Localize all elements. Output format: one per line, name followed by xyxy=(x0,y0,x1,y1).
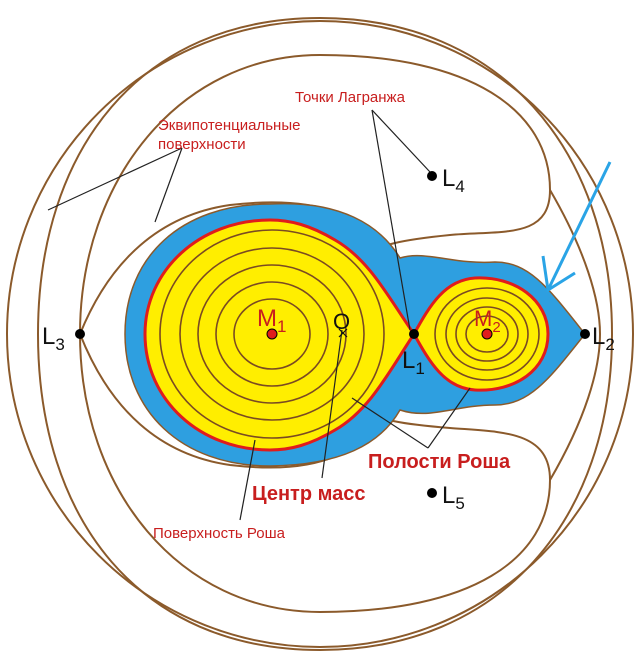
m1-label: M1 xyxy=(257,305,286,336)
pointer-roche-lobes-m2 xyxy=(427,387,471,449)
pointer-roche-lobes-m1 xyxy=(351,397,429,449)
pointer-roche-surface xyxy=(239,439,256,521)
center-of-mass-label: O xyxy=(333,309,350,334)
pointer-center-of-mass xyxy=(321,329,343,479)
m1-contour-5 xyxy=(233,298,311,370)
l3-crossing-contour-lower xyxy=(79,333,552,614)
second-equipotential-ring xyxy=(36,16,614,652)
center-of-mass-cross-b xyxy=(338,328,348,338)
m2-contour-4 xyxy=(465,315,509,353)
m1-contour-4 xyxy=(215,281,329,387)
m1-contour-2 xyxy=(179,247,365,421)
m2-dot xyxy=(481,328,493,340)
roche-lobes-label: Полости Роша xyxy=(368,451,511,473)
l3-label: L3 xyxy=(42,323,65,354)
pointer-equipotential-left xyxy=(47,147,183,211)
l2-label: L2 xyxy=(592,323,615,354)
l1-label: L1 xyxy=(402,347,425,378)
blue-arrow-shaft xyxy=(546,161,612,291)
roche-lobe-m2 xyxy=(412,276,550,392)
pointer-lagrange-l1 xyxy=(371,109,411,331)
pointer-equipotential-right xyxy=(154,147,183,223)
l3-crossing-contour xyxy=(79,53,552,335)
l3-dot xyxy=(75,329,85,339)
m2-contour-3 xyxy=(455,306,519,362)
roche-lobe-m1 xyxy=(143,218,416,452)
m2-contour-1 xyxy=(434,287,540,381)
l2-dot xyxy=(580,329,590,339)
l4-label: L4 xyxy=(442,165,465,196)
m1-contour-1 xyxy=(159,229,385,439)
l5-label: L5 xyxy=(442,482,465,513)
equipotential-label: Эквипотенциальные поверхности xyxy=(158,117,301,153)
l4-dot xyxy=(427,171,437,181)
outer-equipotential-ring xyxy=(6,20,634,648)
center-of-mass-text: Центр масс xyxy=(252,483,366,505)
m2-label: M2 xyxy=(474,306,501,336)
l2-right-contour xyxy=(549,189,602,481)
roche-surface-label: Поверхность Роша xyxy=(153,525,286,542)
m1-dot xyxy=(266,328,278,340)
l1-dot xyxy=(409,329,419,339)
l5-dot xyxy=(427,488,437,498)
lagrange-points-label: Точки Лагранжа xyxy=(295,89,406,106)
blue-arrow-head xyxy=(541,255,576,293)
pointer-lagrange-l4 xyxy=(371,109,431,173)
m2-contour-2 xyxy=(445,297,529,371)
m1-contour-3 xyxy=(197,264,347,404)
